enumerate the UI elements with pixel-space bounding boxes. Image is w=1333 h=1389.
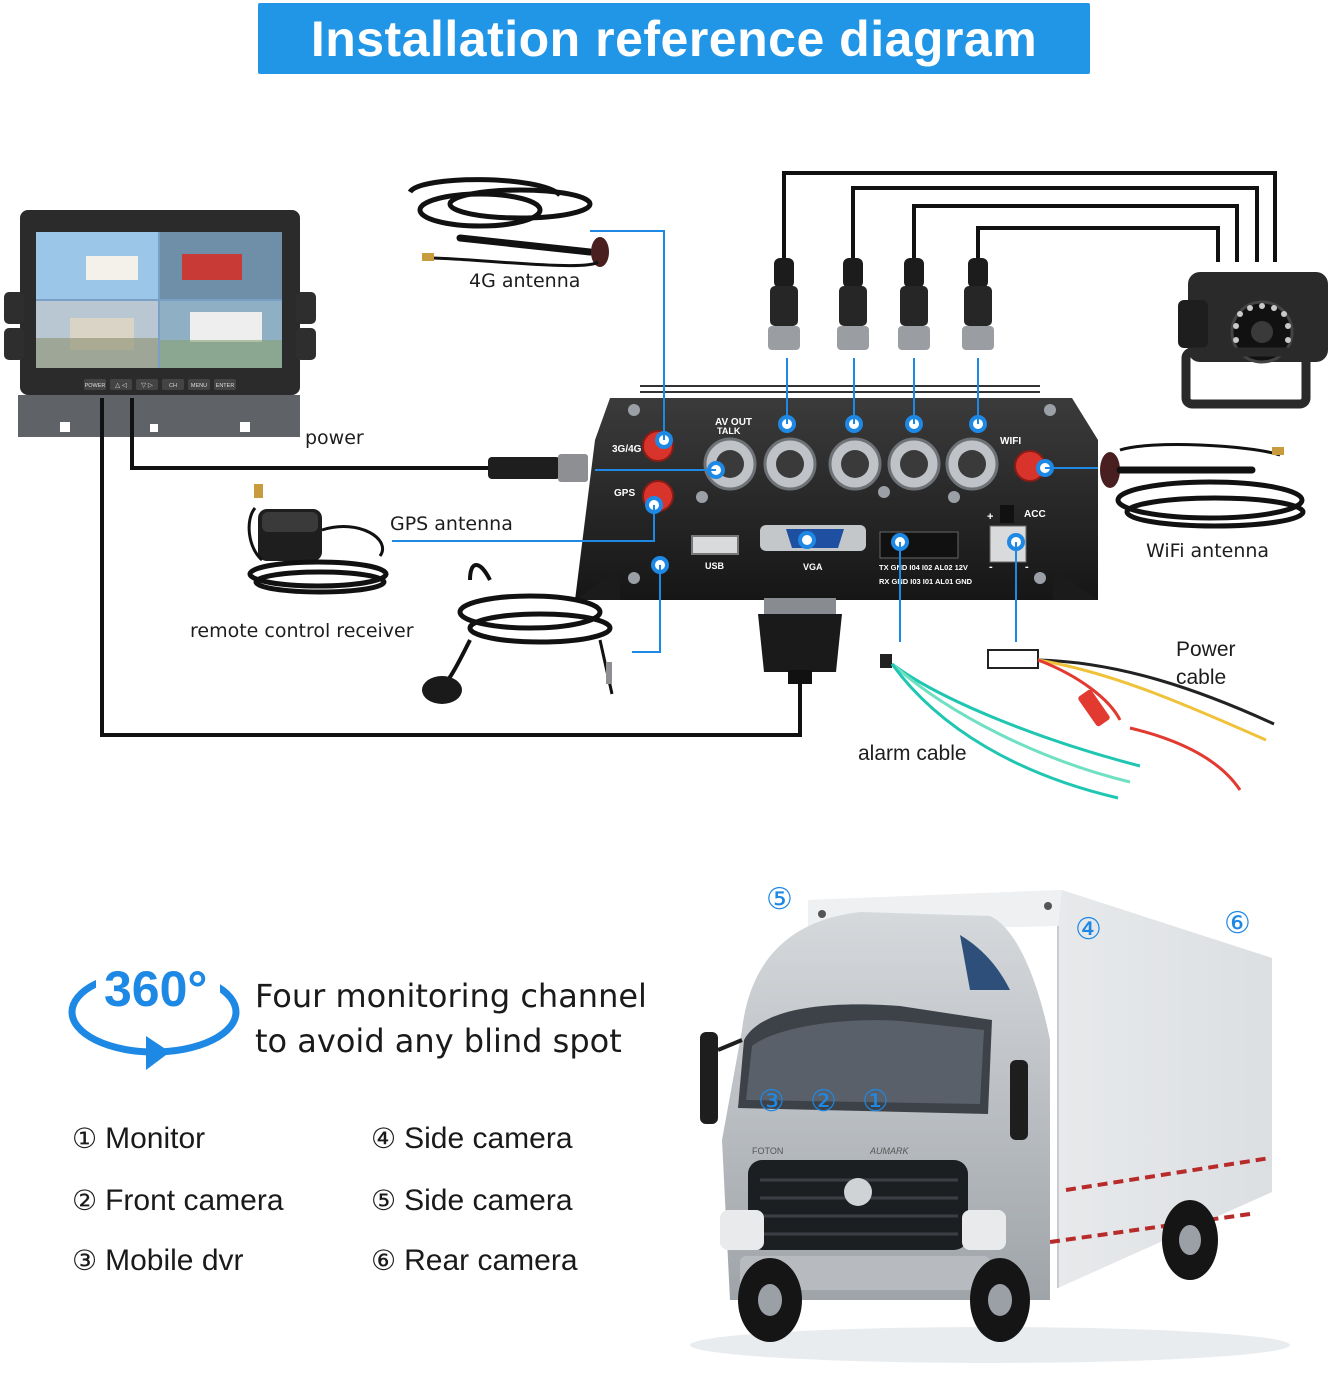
mobile-dvr: 3G/4G GPS AV OUT TALK WIFI USB VGA ACC +… bbox=[575, 385, 1098, 600]
monitor-buttons: POWER △ ◁ ▽ ▷ CH MENU ENTER bbox=[84, 379, 236, 390]
port-label-3g4g: 3G/4G bbox=[612, 444, 642, 455]
monitor-button-label: ▽ ▷ bbox=[141, 382, 153, 389]
label-4g-antenna: 4G antenna bbox=[469, 270, 581, 292]
io-pinout-bottom: RX GND I03 I01 AL01 GND bbox=[879, 577, 973, 586]
slogan-line-1: Four monitoring channel bbox=[255, 977, 647, 1015]
antenna-gps bbox=[247, 484, 389, 595]
label-wifi-antenna: WiFi antenna bbox=[1146, 540, 1270, 562]
label-power-cable-line1: Power bbox=[1176, 638, 1236, 661]
legend-number: ③ bbox=[72, 1244, 98, 1277]
alarm-cable bbox=[880, 654, 1141, 800]
legend-number: ② bbox=[72, 1184, 98, 1217]
legend-label: Side camera bbox=[404, 1184, 573, 1217]
monitor-button-label: ENTER bbox=[216, 383, 235, 389]
slogan-line-2: to avoid any blind spot bbox=[255, 1022, 622, 1060]
truck-marker-2: ② bbox=[810, 1084, 837, 1119]
port-label-minus: - bbox=[1025, 561, 1029, 573]
truck-marker-4: ④ bbox=[1075, 912, 1102, 947]
legend-number: ① bbox=[72, 1122, 98, 1155]
monitor-cables bbox=[100, 398, 802, 737]
vga-plug bbox=[758, 598, 842, 684]
legend-number: ④ bbox=[371, 1122, 397, 1155]
slogan: Four monitoring channel to avoid any bli… bbox=[255, 974, 647, 1064]
remote-receiver bbox=[422, 563, 614, 704]
power-cable bbox=[987, 649, 1275, 791]
camera-cables bbox=[782, 171, 1277, 265]
monitor-device bbox=[4, 210, 316, 437]
truck-marker-3: ③ bbox=[758, 1084, 785, 1119]
port-label-acc: ACC bbox=[1024, 509, 1046, 520]
io-pinout-top: TX GND I04 I02 AL02 12V bbox=[879, 563, 968, 572]
antenna-4g bbox=[407, 177, 609, 268]
port-label-wifi: WIFI bbox=[1000, 436, 1021, 447]
legend-label: Front camera bbox=[105, 1184, 284, 1217]
legend-label: Rear camera bbox=[404, 1244, 578, 1277]
panorama-360-icon: 360° bbox=[68, 960, 240, 1070]
monitor-button-label: CH bbox=[169, 383, 177, 389]
title-banner: Installation reference diagram bbox=[258, 3, 1090, 74]
legend-number: ⑤ bbox=[371, 1184, 397, 1217]
port-label-av-out: AV OUT bbox=[715, 417, 752, 428]
legend-number: ⑥ bbox=[371, 1244, 397, 1277]
page-title: Installation reference diagram bbox=[310, 10, 1038, 67]
port-label-talk: TALK bbox=[717, 426, 741, 436]
legend-label: Monitor bbox=[105, 1122, 206, 1155]
truck-marker-1: ① bbox=[862, 1084, 889, 1119]
camera-device bbox=[1178, 272, 1328, 409]
truck-model-label: AUMARK bbox=[869, 1146, 910, 1156]
label-power-cable-line2: cable bbox=[1176, 666, 1227, 689]
leader-lines bbox=[392, 230, 1098, 653]
truck-marker-6: ⑥ bbox=[1224, 906, 1251, 941]
truck-illustration: FOTON AUMARK bbox=[690, 890, 1290, 1363]
monitor-button-label: POWER bbox=[85, 383, 106, 389]
label-remote-receiver: remote control receiver bbox=[190, 620, 414, 642]
truck-marker-5: ⑤ bbox=[766, 882, 793, 917]
port-label-gps: GPS bbox=[614, 488, 635, 499]
port-label-usb: USB bbox=[705, 561, 725, 571]
label-gps-antenna: GPS antenna bbox=[390, 513, 513, 535]
monitor-button-label: △ ◁ bbox=[115, 382, 127, 389]
aviation-connectors bbox=[768, 258, 994, 350]
port-label-plus: + bbox=[987, 511, 993, 523]
panorama-360-label: 360° bbox=[104, 961, 207, 1017]
port-label-minus: - bbox=[989, 561, 993, 573]
truck-brand-label: FOTON bbox=[752, 1146, 783, 1156]
monitor-button-label: MENU bbox=[191, 383, 207, 389]
label-power: power bbox=[305, 427, 364, 449]
power-plug bbox=[488, 454, 588, 482]
port-label-vga: VGA bbox=[803, 562, 823, 572]
antenna-wifi bbox=[1100, 443, 1306, 529]
legend-label: Mobile dvr bbox=[105, 1244, 244, 1277]
legend-label: Side camera bbox=[404, 1122, 573, 1155]
label-alarm-cable: alarm cable bbox=[858, 742, 967, 765]
